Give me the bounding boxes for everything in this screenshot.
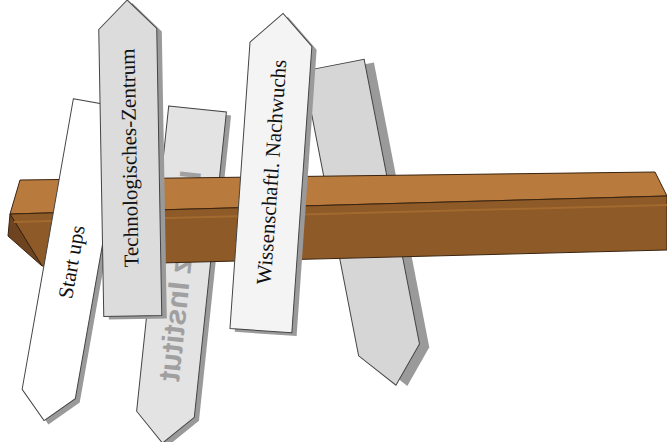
- sign-outline: [230, 11, 314, 333]
- sign-outline: [98, 0, 162, 316]
- signpost-sign: Technologisches-Zentrum: [98, 0, 162, 316]
- sign-label: Technologisches-Zentrum: [118, 48, 143, 267]
- signpost-sign: Wissenschaftl. Nachwuchs: [230, 11, 314, 333]
- sign-outline: [134, 106, 227, 442]
